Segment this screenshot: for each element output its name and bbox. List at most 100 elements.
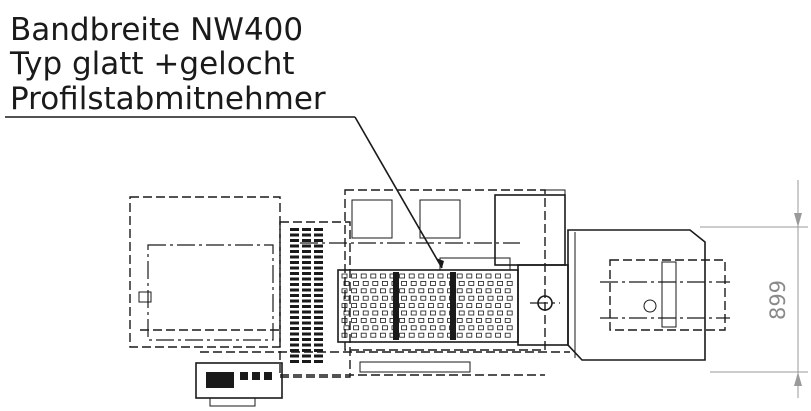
belt-link [427, 288, 434, 294]
vent-slot [302, 233, 311, 237]
annotation-line-1: Bandbreite NW400 [10, 12, 303, 48]
vent-slot [290, 343, 299, 347]
belt-link [456, 288, 463, 294]
vent-slot [290, 294, 299, 297]
belt-link [506, 295, 513, 301]
belt-link [458, 280, 465, 286]
belt-link [379, 332, 386, 338]
vent-slot [302, 272, 311, 275]
belt-link [401, 280, 408, 286]
belt-link [362, 280, 369, 286]
belt-link [399, 332, 406, 338]
belt-link [360, 288, 367, 294]
belt-link [458, 295, 465, 301]
vent-slot [290, 244, 299, 248]
belt-link [504, 332, 511, 338]
belt-link [370, 273, 377, 279]
belt-link [420, 325, 427, 331]
vent-slot [290, 272, 299, 275]
vent-slot [302, 349, 311, 352]
belt-link [437, 317, 444, 323]
belt-divider-2 [450, 272, 456, 340]
belt-link [487, 325, 494, 331]
vent-slot [290, 316, 299, 319]
vent-slot [314, 299, 323, 303]
belt-link [379, 273, 386, 279]
vent-slot [290, 360, 299, 363]
vent-slot [314, 233, 323, 237]
belt-link [475, 317, 482, 323]
vent-slot [302, 228, 311, 231]
vent-slot [302, 310, 311, 314]
belt-link [485, 317, 492, 323]
belt-link [456, 273, 463, 279]
vent-slot [314, 294, 323, 297]
vent-slot [302, 277, 311, 281]
vent-slot [290, 338, 299, 341]
belt-link [370, 303, 377, 309]
vent-slot [302, 343, 311, 347]
belt-link [475, 332, 482, 338]
vent-slot [302, 332, 311, 336]
belt-link [468, 295, 475, 301]
belt-link [485, 332, 492, 338]
left-bracket [138, 291, 152, 303]
belt-link [341, 332, 348, 338]
belt-link [401, 325, 408, 331]
control-handle [209, 397, 256, 407]
belt-link [475, 303, 482, 309]
discharge-chute [609, 259, 726, 331]
belt-link [429, 325, 436, 331]
belt-link [427, 332, 434, 338]
chute-slot [661, 261, 677, 328]
belt-link [351, 317, 358, 323]
vent-slot [314, 239, 323, 242]
belt-link [410, 295, 417, 301]
control-button-3 [264, 372, 272, 380]
annotation-line-3: Profilstabmitnehmer [10, 81, 326, 117]
belt-link [372, 295, 379, 301]
belt-link [410, 325, 417, 331]
dimension-arrow-bottom [794, 372, 802, 386]
vent-slot [302, 261, 311, 264]
vent-slot [302, 266, 311, 270]
annotation-note: Bandbreite NW400 Typ glatt +gelocht Prof… [5, 12, 444, 269]
belt-link [379, 288, 386, 294]
vent-slot [314, 250, 323, 253]
belt-link [456, 332, 463, 338]
belt-link [439, 325, 446, 331]
belt-link [379, 303, 386, 309]
annotation-line-2: Typ glatt +gelocht [9, 46, 295, 82]
vent-slot [314, 354, 323, 358]
vent-slot [290, 321, 299, 325]
belt-link [497, 280, 504, 286]
belt-link [429, 295, 436, 301]
vent-slot [290, 255, 299, 259]
dimension-arrow-top [794, 213, 802, 227]
belt-link [341, 317, 348, 323]
belt-link [360, 332, 367, 338]
belt-link [381, 295, 388, 301]
belt-link [408, 332, 415, 338]
belt-link [466, 273, 473, 279]
belt-link [418, 288, 425, 294]
belt-link [418, 303, 425, 309]
belt-link [485, 288, 492, 294]
vent-slot [314, 338, 323, 341]
belt-link [353, 295, 360, 301]
bottom-plate [359, 361, 471, 373]
belt-link [420, 295, 427, 301]
vent-slot [290, 288, 299, 292]
belt-link [410, 310, 417, 316]
belt-link [370, 332, 377, 338]
belt-link [475, 273, 482, 279]
belt-link [427, 303, 434, 309]
vent-slot [290, 354, 299, 358]
belt-link [429, 280, 436, 286]
belt-link [468, 310, 475, 316]
vent-slot [290, 261, 299, 264]
belt-link [504, 273, 511, 279]
control-button-2 [252, 372, 260, 380]
belt-link [401, 295, 408, 301]
belt-link [399, 288, 406, 294]
